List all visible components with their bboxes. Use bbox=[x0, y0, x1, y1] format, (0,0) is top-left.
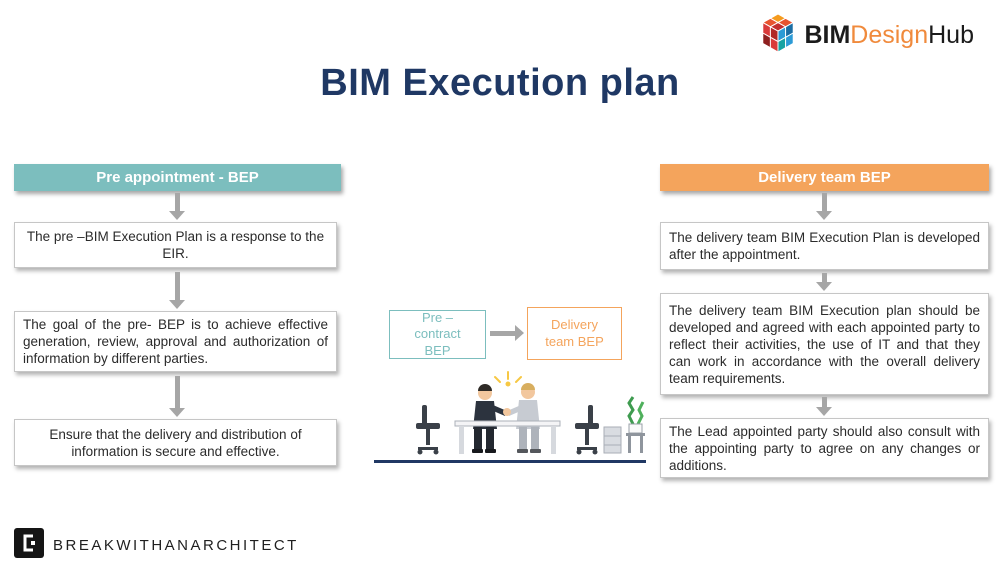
logo-text-bim: BIM bbox=[804, 21, 851, 49]
down-arrow-icon bbox=[816, 193, 832, 220]
baseline-divider bbox=[374, 460, 646, 463]
flow-box-delivery-2: The delivery team BIM Execution plan sho… bbox=[660, 293, 989, 395]
flow-box-pre-3: Ensure that the delivery and distributio… bbox=[14, 419, 337, 466]
logo-text-design: Design bbox=[850, 21, 929, 49]
down-arrow-icon bbox=[816, 397, 832, 416]
breakwithanarchitect-logo-icon bbox=[14, 528, 44, 563]
bim-designhub-cube-icon bbox=[759, 12, 797, 59]
logo-text-hub: Hub bbox=[928, 21, 974, 49]
down-arrow-icon bbox=[169, 272, 185, 309]
footer-brand: BREAKWITHANARCHITECT bbox=[14, 528, 299, 563]
flow-box-delivery-3: The Lead appointed party should also con… bbox=[660, 418, 989, 478]
flow-box-delivery-1: The delivery team BIM Execution Plan is … bbox=[660, 222, 989, 270]
pre-contract-bep-box: Pre – contract BEP bbox=[389, 310, 486, 359]
page-title: BIM Execution plan bbox=[320, 62, 680, 104]
flow-box-pre-2: The goal of the pre- BEP is to achieve e… bbox=[14, 311, 337, 372]
down-arrow-icon bbox=[169, 376, 185, 417]
bim-designhub-logo: BIMDesignHub bbox=[759, 12, 974, 59]
delivery-team-bep-box: Delivery team BEP bbox=[527, 307, 622, 360]
down-arrow-icon bbox=[816, 273, 832, 291]
handshake-illustration bbox=[400, 367, 650, 462]
down-arrow-icon bbox=[169, 193, 185, 220]
right-arrow-icon bbox=[490, 325, 524, 341]
pre-appointment-header: Pre appointment - BEP bbox=[14, 164, 341, 191]
delivery-team-header: Delivery team BEP bbox=[660, 164, 989, 191]
flow-box-pre-1: The pre –BIM Execution Plan is a respons… bbox=[14, 222, 337, 268]
breakwithanarchitect-wordmark: BREAKWITHANARCHITECT bbox=[53, 537, 299, 554]
bim-designhub-wordmark: BIMDesignHub bbox=[804, 21, 974, 50]
